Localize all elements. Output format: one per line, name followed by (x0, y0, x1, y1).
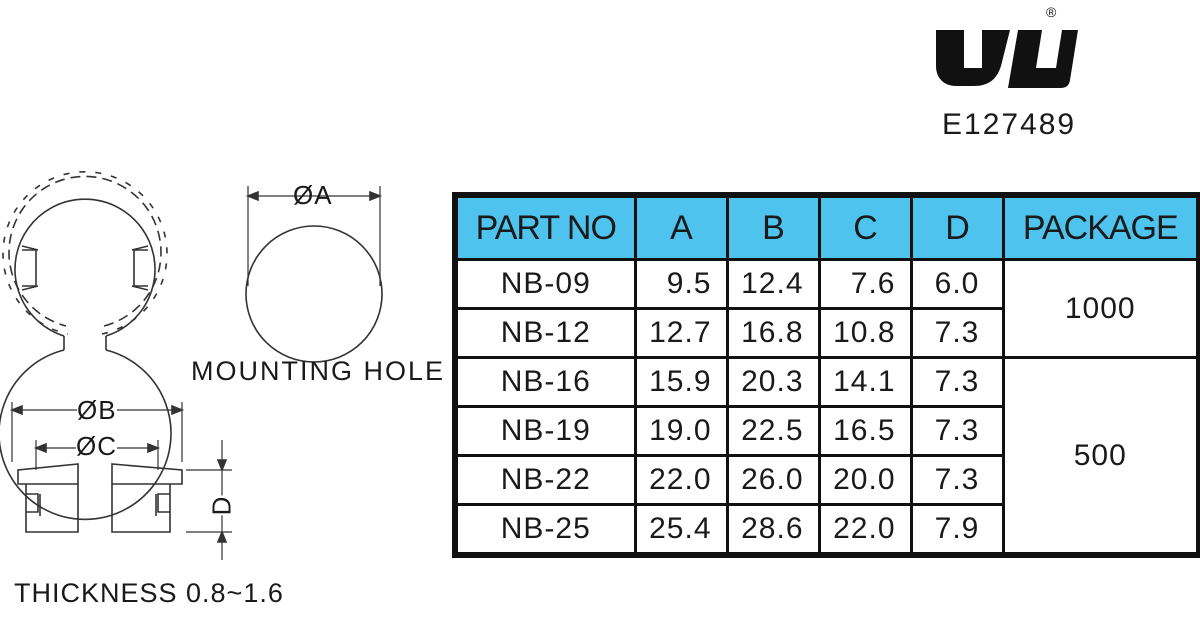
cell-part: NB-22 (453, 454, 637, 506)
cell-b: 22.5 (725, 405, 821, 457)
cell-c: 16.5 (817, 405, 913, 457)
split-ring-top-view (0, 170, 172, 521)
d-label: D (206, 495, 238, 516)
registered-mark: ® (1046, 4, 1057, 20)
cell-d: 7.3 (909, 356, 1005, 408)
col-header-c: C (817, 193, 913, 261)
col-header-d: D (909, 193, 1005, 261)
mounting-hole-label: MOUNTING HOLE (191, 356, 446, 386)
col-header-a: A (633, 193, 729, 261)
certificate-number: E127489 (942, 108, 1077, 141)
cell-c: 7.6 (817, 258, 913, 310)
col-header-part-no: PART NO (453, 193, 637, 261)
cell-b: 28.6 (725, 503, 821, 557)
table-row: NB-16 15.9 20.3 14.1 7.3 500 (453, 356, 1200, 557)
cell-package: 500 (1001, 356, 1200, 557)
cell-a: 15.9 (633, 356, 729, 408)
cell-b: 12.4 (725, 258, 821, 310)
cell-b: 16.8 (725, 307, 821, 359)
dia-a-label: ØA (293, 180, 333, 210)
cell-c: 20.0 (817, 454, 913, 506)
cell-d: 7.3 (909, 307, 1005, 359)
bushing-side-view (17, 463, 183, 533)
cell-a: 25.4 (633, 503, 729, 557)
ul-logo (930, 6, 1080, 111)
dia-b-label: ØB (77, 395, 117, 426)
cell-d: 7.3 (909, 454, 1005, 506)
table-row: NB-09 9.5 12.4 7.6 6.0 1000 (453, 258, 1200, 359)
cell-a: 12.7 (633, 307, 729, 359)
cell-d: 7.3 (909, 405, 1005, 457)
cell-package: 1000 (1001, 258, 1200, 359)
table-row: NB-19 19.0 22.5 16.5 7.3 (453, 405, 1199, 457)
cell-b: 20.3 (725, 356, 821, 408)
col-header-b: B (725, 193, 821, 261)
cell-c: 10.8 (817, 307, 913, 359)
thickness-label: THICKNESS 0.8~1.6 (14, 578, 284, 608)
cell-d: 7.9 (909, 503, 1005, 557)
cell-b: 26.0 (725, 454, 821, 506)
bushing-drawing (0, 170, 383, 560)
dia-c-label: ØC (76, 431, 117, 462)
cell-d: 6.0 (909, 258, 1005, 310)
cell-a: 9.5 (633, 258, 729, 310)
mounting-hole-circle (245, 225, 383, 363)
cell-a: 22.0 (633, 454, 729, 506)
cell-part: NB-25 (453, 503, 637, 557)
cell-part: NB-09 (453, 258, 637, 310)
cell-part: NB-16 (453, 356, 637, 408)
col-header-package: PACKAGE (1001, 193, 1200, 261)
cell-c: 14.1 (817, 356, 913, 408)
cell-c: 22.0 (817, 503, 913, 557)
cell-a: 19.0 (633, 405, 729, 457)
table-row: NB-22 22.0 26.0 20.0 7.3 (453, 454, 1199, 506)
spec-table: PART NO A B C D PACKAGE NB-09 9.5 12.4 7… (452, 192, 1200, 558)
table-header-row: PART NO A B C D PACKAGE (453, 193, 1200, 261)
cell-part: NB-12 (453, 307, 637, 359)
cell-part: NB-19 (453, 405, 637, 457)
table-row: NB-12 12.7 16.8 10.8 7.3 (453, 307, 1199, 359)
table-row: NB-25 25.4 28.6 22.0 7.9 (453, 503, 1199, 557)
